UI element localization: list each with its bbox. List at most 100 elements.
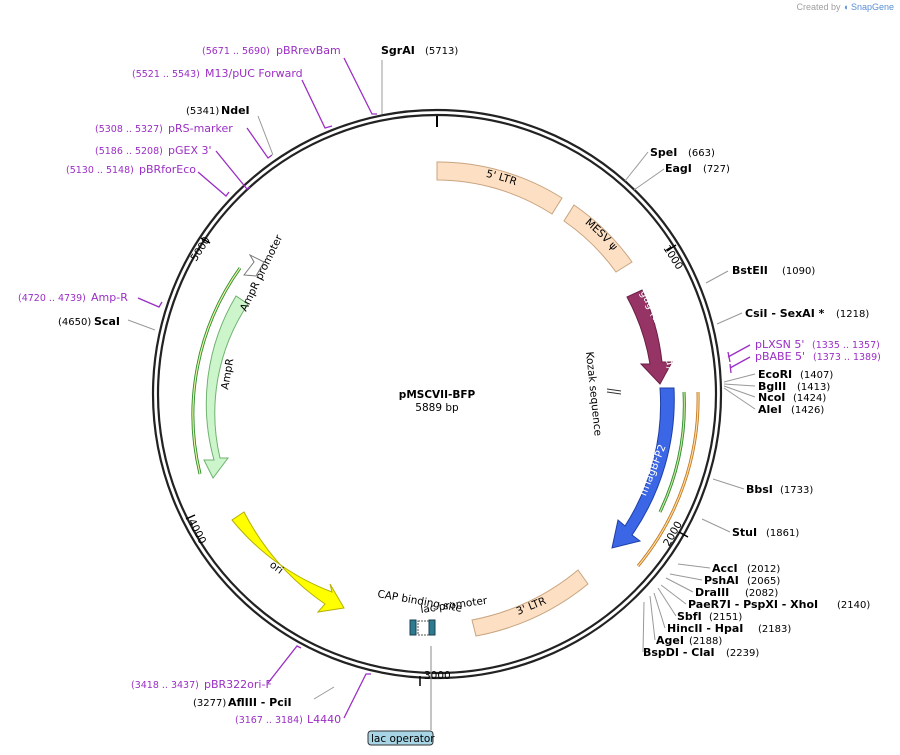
leader-csii [716, 312, 743, 325]
feature-ampr[interactable] [203, 295, 249, 479]
feature-3-ltr[interactable] [471, 569, 589, 637]
site-csii-sexai[interactable]: CsiI - SexAI * [745, 307, 825, 320]
leader-ncoi [723, 385, 756, 398]
snapgene-logo: ◖ [843, 2, 849, 12]
plasmid-size: 5889 bp [415, 402, 459, 414]
site-hincii-hpai[interactable]: HincII - HpaI [667, 622, 743, 635]
site-alei[interactable]: AleI [758, 403, 782, 416]
site-spei[interactable]: SpeI [650, 146, 677, 159]
site-eagi-pos: (727) [703, 164, 730, 175]
site-draiii[interactable]: DraIII [695, 586, 729, 599]
lac-operator-badge[interactable] [367, 730, 434, 746]
site-stui-pos: (1861) [766, 528, 799, 539]
leader-eagi [633, 168, 665, 191]
primer-m13-range: (5521 .. 5543) [132, 69, 200, 80]
backbone [151, 108, 723, 680]
kozak-label: Kozak sequence [583, 351, 604, 437]
leader-afliii [313, 686, 335, 700]
site-stui[interactable]: StuI [732, 526, 757, 539]
right-site-labels: SpeI (663) EagI (727) BstEII (1090) CsiI… [643, 146, 881, 659]
site-spei-pos: (663) [688, 148, 715, 159]
leader-stui [701, 518, 731, 533]
primer-plxsn-range: (1335 .. 1357) [812, 340, 880, 351]
tick-3000-label: 3000 [424, 670, 451, 682]
primer-prs-marker[interactable]: pRS-marker [168, 122, 233, 135]
site-ecori-pos: (1407) [800, 370, 833, 381]
lac-promoter-box[interactable] [417, 620, 431, 636]
site-bbsi[interactable]: BbsI [746, 483, 773, 496]
primer-l4440[interactable]: L4440 [307, 713, 341, 726]
site-acci[interactable]: AccI [712, 562, 738, 575]
lac-operator-label: lac operator [371, 733, 435, 745]
site-ndei[interactable]: NdeI [221, 104, 250, 117]
leader-xhoi [660, 584, 687, 605]
leader-alei [723, 387, 756, 410]
feature-gag-truncated[interactable] [626, 289, 673, 385]
site-afliii-pcii[interactable]: AflIII - PciI [228, 696, 292, 709]
site-pshai[interactable]: PshAI [704, 574, 739, 587]
credit-prefix: Created by [796, 2, 841, 12]
site-draiii-pos: (2082) [745, 588, 778, 599]
site-scai-pos: (4650) [58, 317, 91, 328]
site-pshai-pos: (2065) [747, 576, 780, 587]
features: 5' LTR MESV ψ gag (truncated) mTagBFP2 3… [203, 161, 677, 637]
leader-clai [642, 601, 645, 653]
leader-agei [649, 595, 656, 641]
primer-pbr322ori[interactable]: pBR322ori-F [204, 678, 272, 691]
site-xhoi[interactable]: PaeR7I - PspXI - XhoI [688, 598, 818, 611]
site-bsteii[interactable]: BstEII [732, 264, 768, 277]
primer-arcs [191, 267, 700, 567]
credit-brand: SnapGene [850, 2, 894, 12]
site-acci-pos: (2012) [747, 564, 780, 575]
tick-4000-mark [185, 514, 196, 520]
primer-amp-r-range: (4720 .. 4739) [18, 293, 86, 304]
leader-draiii [665, 577, 694, 593]
primer-arc-green-left-glow [192, 267, 241, 475]
site-eagi[interactable]: EagI [665, 162, 692, 175]
site-bbsi-pos: (1733) [780, 485, 813, 496]
lac-operator-box[interactable] [428, 619, 436, 636]
primer-pbrrevbam[interactable]: pBRrevBam [276, 44, 341, 57]
right-primer-leaders [727, 344, 751, 374]
primer-plxsn[interactable]: pLXSN 5' [755, 338, 804, 351]
site-ncoi[interactable]: NcoI [758, 391, 785, 404]
feature-5-ltr[interactable] [436, 161, 563, 215]
site-sbfi[interactable]: SbfI [677, 610, 702, 623]
leader-spei [624, 151, 649, 182]
site-xhoi-pos: (2140) [837, 600, 870, 611]
cap-site-box[interactable] [409, 619, 417, 636]
site-ncoi-pos: (1424) [793, 393, 826, 404]
leader-l4440 [343, 673, 371, 719]
leader-hpai [653, 592, 666, 629]
leader-pshai [669, 573, 703, 581]
site-alei-pos: (1426) [791, 405, 824, 416]
feature-ori[interactable] [231, 511, 345, 613]
feature-mtagbfp2[interactable] [611, 387, 675, 549]
site-agei[interactable]: AgeI [656, 634, 684, 647]
site-sgrai[interactable]: SgrAI [381, 44, 415, 57]
plasmid-name: pMSCVII-BFP [399, 389, 476, 401]
leader-bglii [723, 383, 756, 387]
leader-scai [127, 319, 156, 331]
site-bglii[interactable]: BglII [758, 380, 786, 393]
left-leaders [127, 60, 383, 700]
primer-m13[interactable]: M13/pUC Forward [205, 67, 303, 80]
site-scai[interactable]: ScaI [94, 315, 120, 328]
site-bspdi-clai[interactable]: BspDI - ClaI [643, 646, 715, 659]
feature-ampr-promoter[interactable] [243, 253, 265, 277]
leader-acci [677, 563, 711, 569]
primer-pgex[interactable]: pGEX 3' [168, 144, 212, 157]
site-sgrai-pos: (5713) [425, 46, 458, 57]
primer-pgex-range: (5186 .. 5208) [95, 146, 163, 157]
primer-amp-r[interactable]: Amp-R [91, 291, 128, 304]
leader-pbrrevbam [343, 57, 377, 115]
feature-mesv-psi[interactable] [563, 204, 633, 273]
leader-pbr322ori [267, 645, 302, 684]
primer-pbabe[interactable]: pBABE 5' [755, 350, 805, 363]
leader-pbabe [729, 356, 751, 369]
primer-pbrforeco[interactable]: pBRforEco [139, 163, 196, 176]
leader-pgex [215, 150, 251, 190]
site-ecori[interactable]: EcoRI [758, 368, 792, 381]
leader-plxsn [727, 344, 751, 358]
